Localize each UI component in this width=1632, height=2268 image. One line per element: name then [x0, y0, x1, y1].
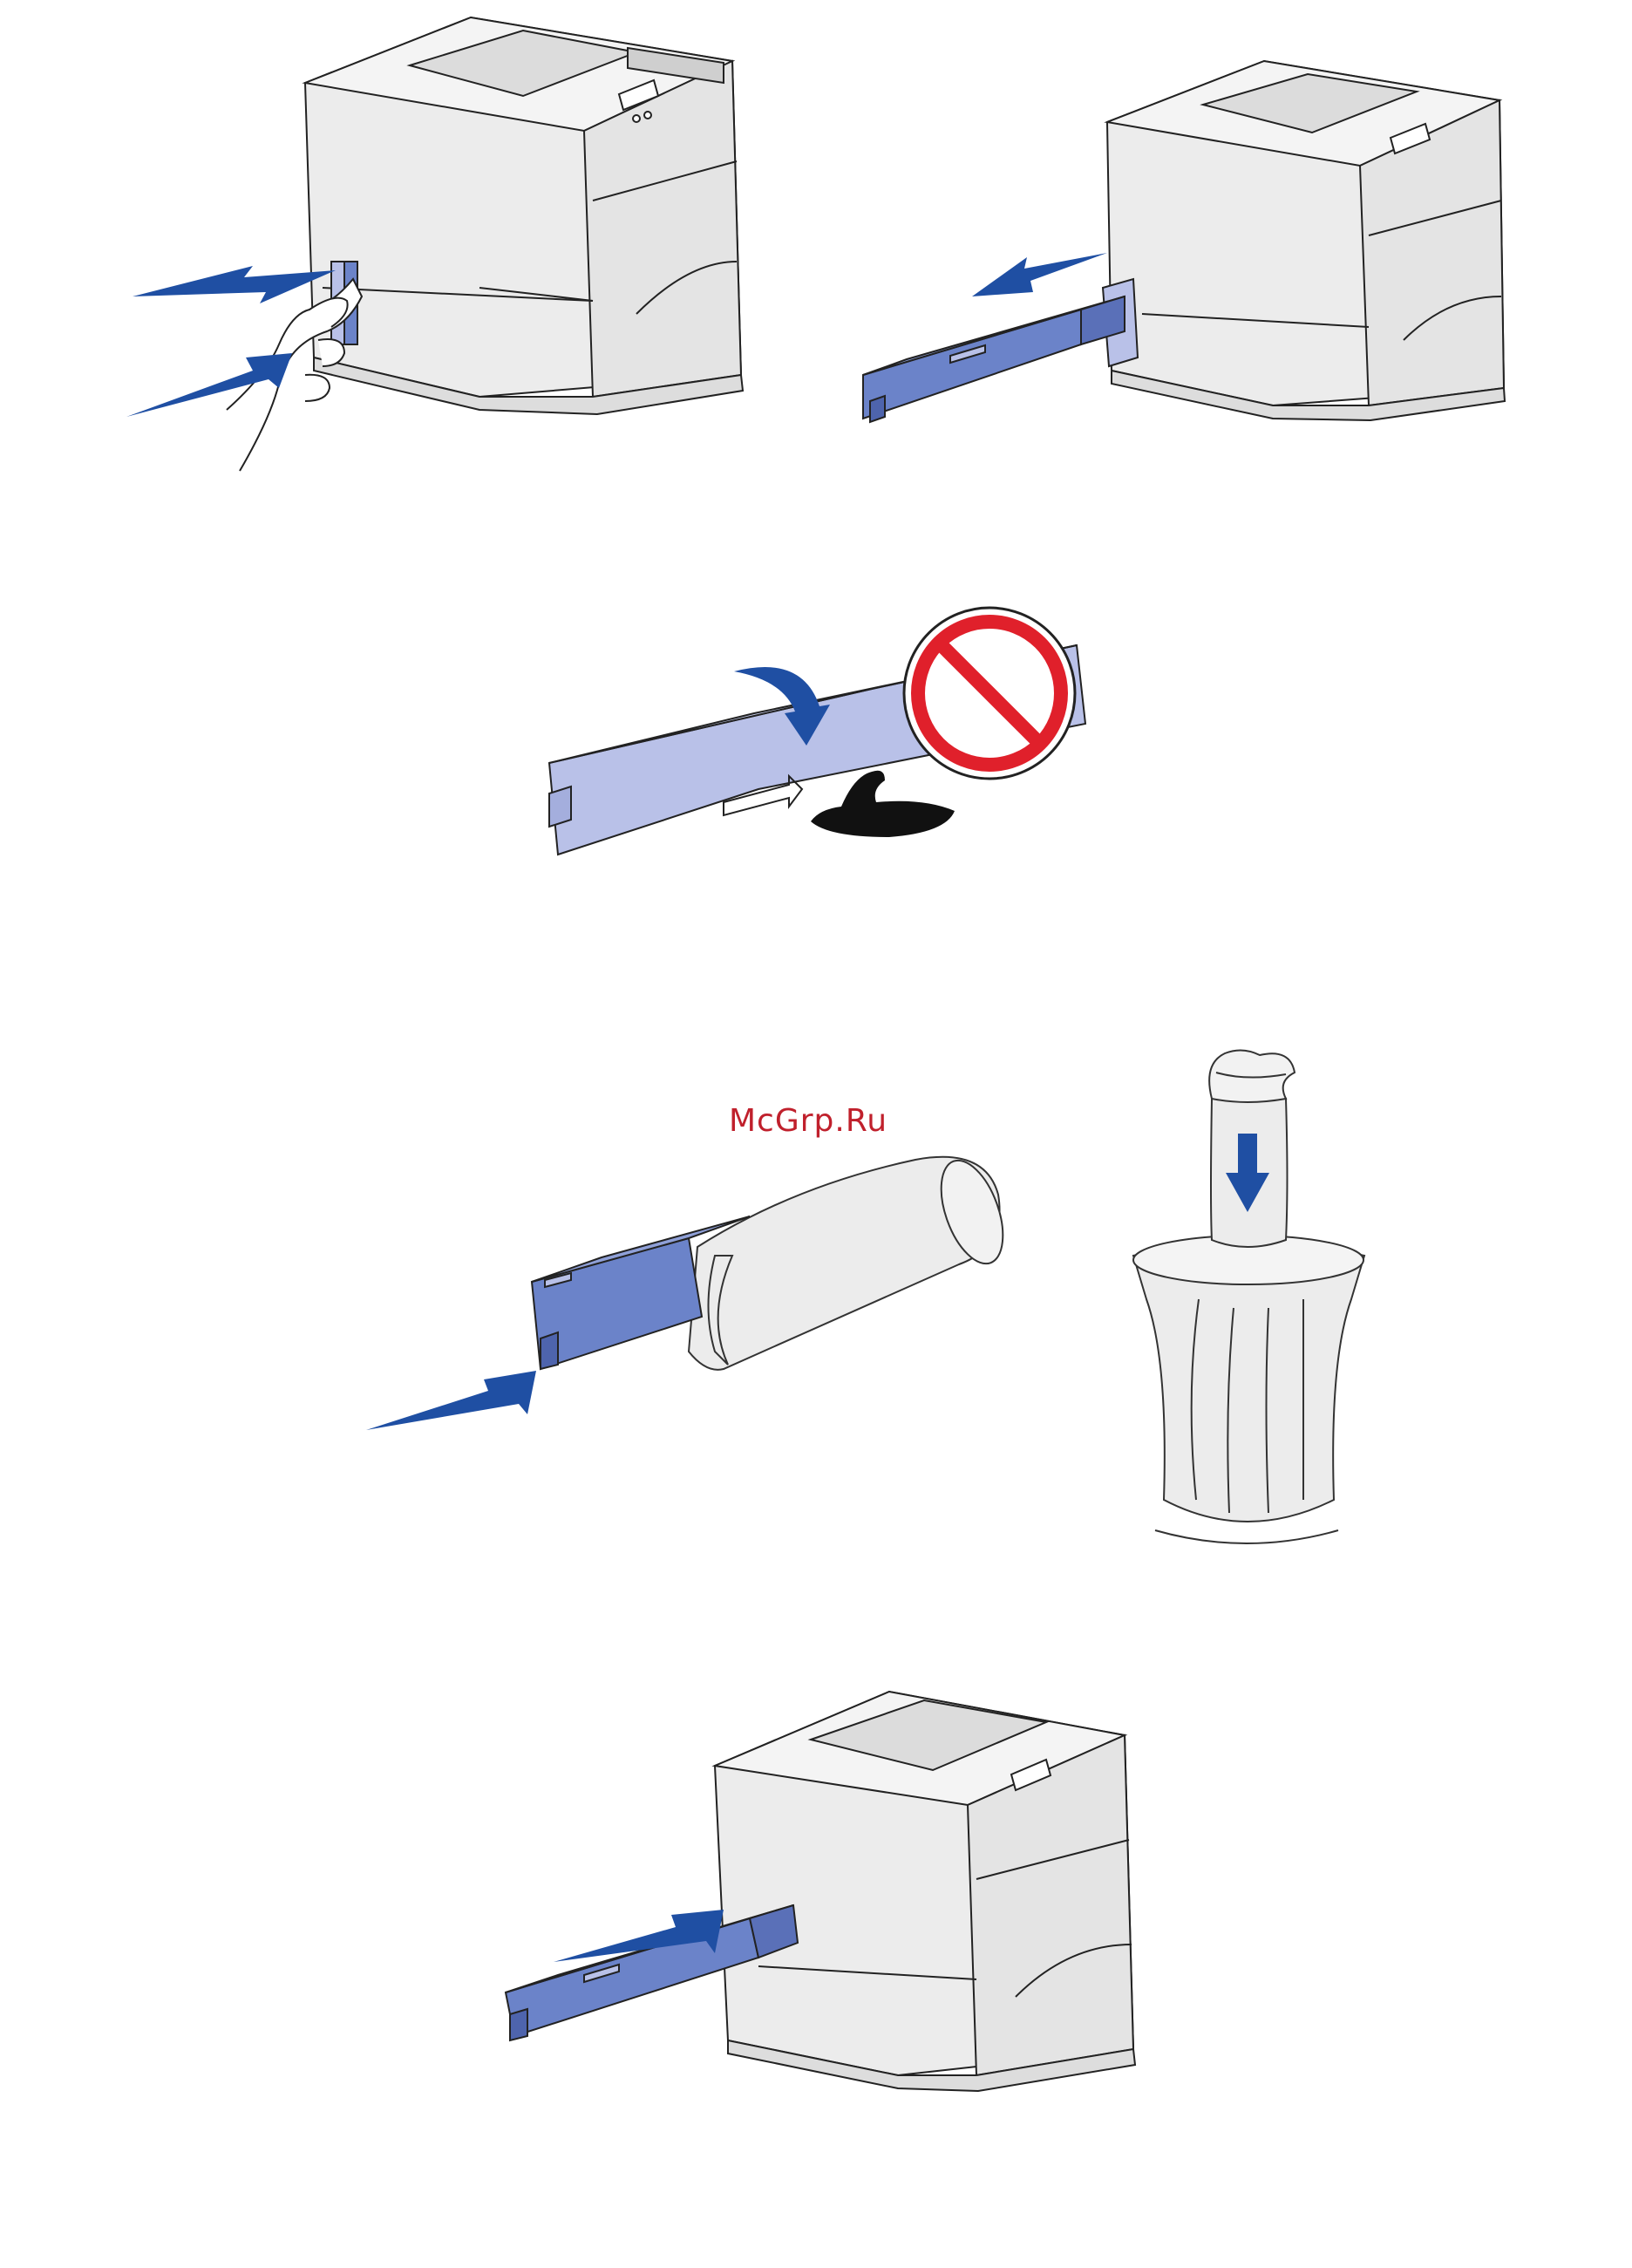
prohibited-icon — [904, 608, 1075, 779]
arrow-in-icon — [366, 1371, 536, 1430]
step-1-illustration — [122, 0, 750, 475]
watermark-text: McGrp.Ru — [729, 1103, 887, 1139]
step-4-trash-illustration — [1116, 1011, 1377, 1552]
step-4-bag-panel — [357, 1142, 1020, 1439]
step-3-panel — [541, 593, 1098, 872]
plastic-bag-icon — [689, 1152, 1015, 1369]
toner-spill-icon — [811, 771, 955, 837]
printer-icon — [1103, 61, 1505, 420]
printer-icon — [715, 1692, 1135, 2091]
arrow-out-icon — [133, 266, 336, 303]
step-4-trash-panel — [1116, 1011, 1377, 1552]
step-2-panel — [837, 35, 1499, 436]
step-1-panel — [122, 0, 750, 475]
waste-toner-cartridge-icon — [863, 296, 1125, 422]
step-5-illustration — [488, 1665, 1151, 2101]
arrow-out-icon — [972, 253, 1107, 296]
printer-icon — [305, 17, 743, 414]
trash-can-icon — [1133, 1236, 1364, 1543]
step-5-panel — [488, 1665, 1151, 2101]
step-4-bag-illustration — [357, 1142, 1020, 1439]
step-3-illustration — [541, 593, 1098, 872]
step-2-illustration — [837, 35, 1499, 436]
